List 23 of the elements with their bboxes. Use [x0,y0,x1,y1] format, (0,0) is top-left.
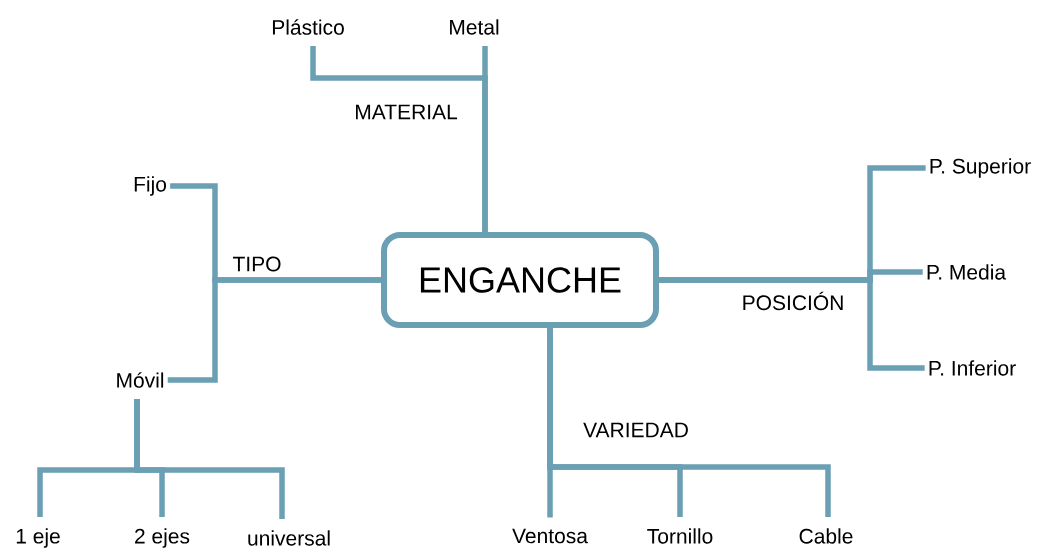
branch-text: P. Superior [930,158,1031,178]
branch-text: 1 eje [16,528,60,548]
category-label: VARIEDAD [583,422,688,438]
branch-text: Ventosa [512,528,588,544]
branch-text: P. Inferior [929,360,1016,376]
category-label: POSICIÓN [743,291,843,311]
connector-line [134,399,285,520]
central-box: ENGANCHE [381,232,659,328]
connector-line [547,328,831,518]
category-label: TIPO [233,256,281,272]
category-label: MATERIAL [356,104,458,120]
branch-text: Cable [799,528,853,544]
connector-line [167,277,381,383]
branch-text: Tornillo [647,528,713,544]
branch-text: universal [248,530,330,546]
connector-line [482,45,488,232]
branch-text: Fijo [134,176,167,196]
branch-text: Móvil [117,372,164,388]
branch-text: 2 ejes [135,528,190,548]
branch-text: P. Media [927,264,1007,280]
branch-text: Plástico [272,19,344,35]
connector-line [659,277,925,371]
branch-text: Metal [450,19,499,35]
